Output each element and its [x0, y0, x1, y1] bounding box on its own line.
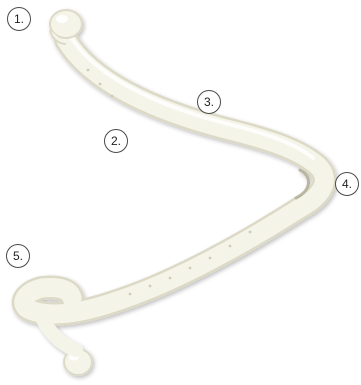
callout-1: 1.: [7, 7, 31, 31]
callout-3: 3.: [197, 90, 221, 114]
callout-5: 5.: [6, 244, 30, 268]
hook-body-main: [24, 40, 325, 314]
callout-4: 4.: [335, 172, 359, 196]
hook-body: [24, 10, 325, 375]
callout-2: 2.: [104, 129, 128, 153]
